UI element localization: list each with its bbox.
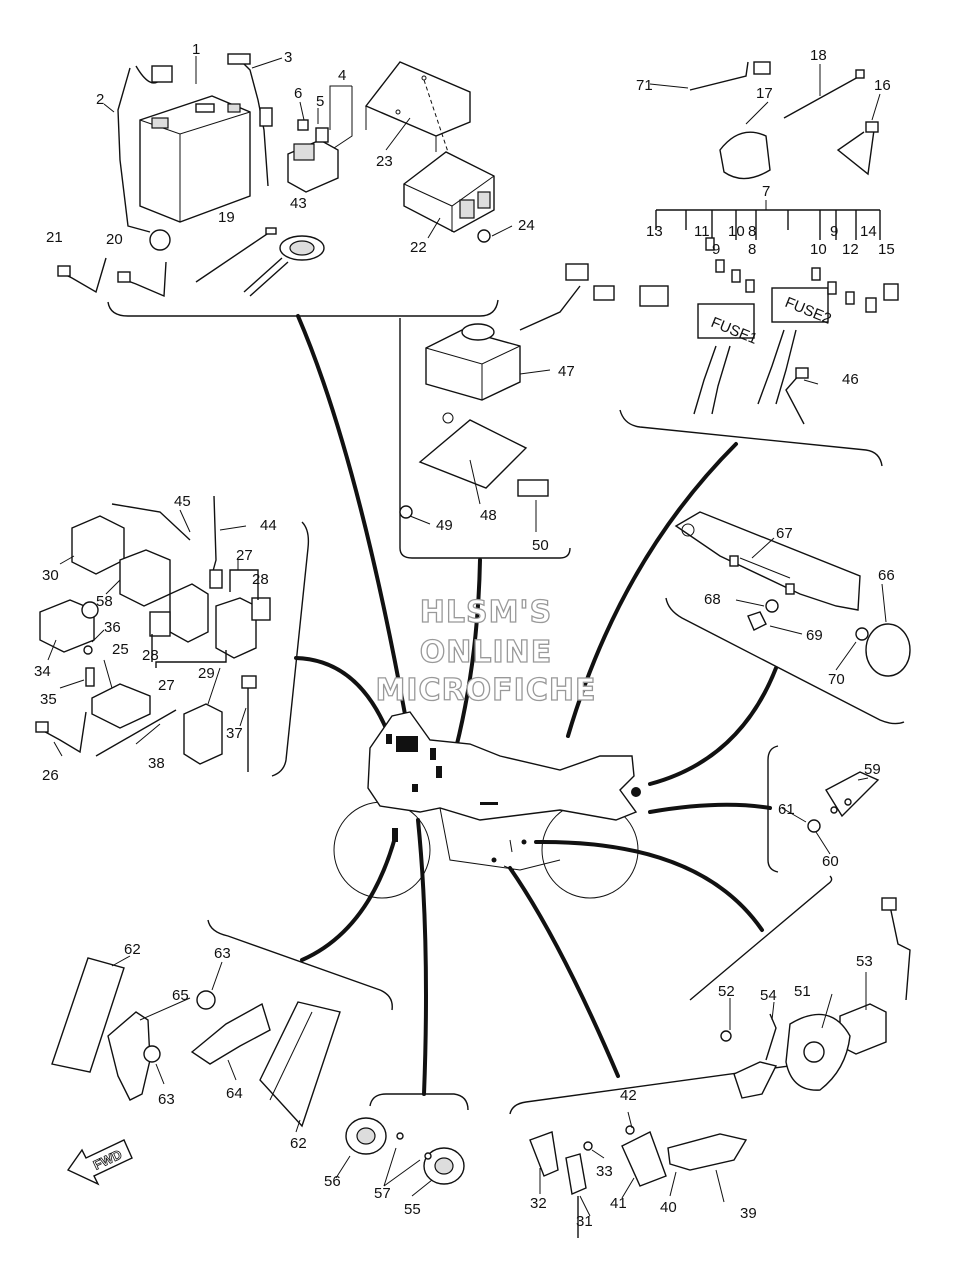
callout-43: 43 — [290, 195, 307, 212]
callout-34: 34 — [34, 663, 51, 680]
battery-group — [57, 53, 339, 298]
callout-28b: 28 — [142, 647, 159, 664]
callout-48: 48 — [480, 507, 497, 524]
callout-15: 15 — [878, 241, 895, 258]
watermark-line1: HLSM'S — [420, 595, 552, 630]
callout-41: 41 — [610, 1195, 627, 1212]
watermark-line2: ONLINE — [420, 635, 553, 670]
watermark-line3: MICROFICHE — [376, 673, 597, 708]
side-reflector-group — [51, 957, 341, 1128]
callout-51: 51 — [794, 983, 811, 1000]
callout-70: 70 — [828, 671, 845, 688]
callout-27b: 27 — [158, 677, 175, 694]
callout-31: 31 — [576, 1213, 593, 1230]
callout-18: 18 — [810, 47, 827, 64]
callout-68: 68 — [704, 591, 721, 608]
callout-27: 27 — [236, 547, 253, 564]
siren-bracket-group — [399, 263, 615, 519]
callout-69: 69 — [806, 627, 823, 644]
callout-57: 57 — [374, 1185, 391, 1202]
callout-8: 8 — [748, 223, 756, 240]
callout-28: 28 — [252, 571, 269, 588]
callout-8b: 8 — [748, 241, 756, 258]
callout-67: 67 — [776, 525, 793, 542]
callout-55: 55 — [404, 1201, 421, 1218]
callout-24: 24 — [518, 217, 535, 234]
callout-4: 4 — [338, 67, 346, 84]
callout-39: 39 — [740, 1205, 757, 1222]
callout-54: 54 — [760, 987, 777, 1004]
callout-65: 65 — [172, 987, 189, 1004]
callout-35: 35 — [40, 691, 57, 708]
watermark: HLSM'S ONLINE MICROFICHE — [375, 594, 597, 708]
callout-7: 7 — [762, 183, 770, 200]
callout-63: 63 — [214, 945, 231, 962]
callout-leaders — [47, 56, 887, 1217]
callout-71: 71 — [636, 77, 653, 94]
callout-40: 40 — [660, 1199, 677, 1216]
callout-30: 30 — [42, 567, 59, 584]
fuse-group: FUSE1 FUSE2 — [639, 61, 899, 425]
callout-36: 36 — [104, 619, 121, 636]
callout-25: 25 — [112, 641, 129, 658]
callout-2: 2 — [96, 91, 104, 108]
callout-47: 47 — [558, 363, 575, 380]
callout-10: 10 — [728, 223, 745, 240]
callout-12: 12 — [842, 241, 859, 258]
callout-5: 5 — [316, 93, 324, 110]
relay-group — [35, 495, 271, 772]
callout-50: 50 — [532, 537, 549, 554]
horn-switch-group — [345, 1117, 748, 1238]
callout-17: 17 — [756, 85, 773, 102]
callout-3: 3 — [284, 49, 292, 66]
callout-20: 20 — [106, 231, 123, 248]
callout-59: 59 — [864, 761, 881, 778]
callout-23: 23 — [376, 153, 393, 170]
callout-13: 13 — [646, 223, 663, 240]
callout-60: 60 — [822, 853, 839, 870]
callout-46: 46 — [842, 371, 859, 388]
callout-52: 52 — [718, 983, 735, 1000]
fwd-arrow: FWD — [66, 1139, 133, 1186]
callout-56: 56 — [324, 1173, 341, 1190]
callout-37: 37 — [226, 725, 243, 742]
callout-53: 53 — [856, 953, 873, 970]
callout-32: 32 — [530, 1195, 547, 1212]
callout-21: 21 — [46, 229, 63, 246]
callout-26: 26 — [42, 767, 59, 784]
callout-10b: 10 — [810, 241, 827, 258]
callout-29: 29 — [198, 665, 215, 682]
callout-63b: 63 — [158, 1091, 175, 1108]
callout-42: 42 — [620, 1087, 637, 1104]
callout-66: 66 — [878, 567, 895, 584]
callout-64: 64 — [226, 1085, 243, 1102]
callout-58: 58 — [96, 593, 113, 610]
callout-6: 6 — [294, 85, 302, 102]
callout-9: 9 — [712, 241, 720, 258]
sensor-group — [720, 897, 911, 1099]
callout-38: 38 — [148, 755, 165, 772]
control-unit-group — [364, 61, 495, 243]
callout-33: 33 — [596, 1163, 613, 1180]
leader-lines — [294, 314, 778, 1096]
callout-9b: 9 — [830, 223, 838, 240]
callout-49: 49 — [436, 517, 453, 534]
callout-16: 16 — [874, 77, 891, 94]
callout-11: 11 — [694, 223, 710, 240]
callout-numbers: 1 2 3 4 5 6 7 8 8 9 9 10 10 11 12 13 14 … — [34, 41, 895, 1230]
callout-61: 61 — [778, 801, 795, 818]
callout-45: 45 — [174, 493, 191, 510]
license-light-group — [674, 511, 911, 677]
callout-22: 22 — [410, 239, 427, 256]
callout-62: 62 — [124, 941, 141, 958]
callout-44: 44 — [260, 517, 277, 534]
callout-1: 1 — [192, 41, 200, 58]
callout-62b: 62 — [290, 1135, 307, 1152]
reflector-group — [807, 771, 880, 833]
callout-19: 19 — [218, 209, 235, 226]
motorcycle-outline — [333, 711, 641, 899]
callout-14: 14 — [860, 223, 877, 240]
